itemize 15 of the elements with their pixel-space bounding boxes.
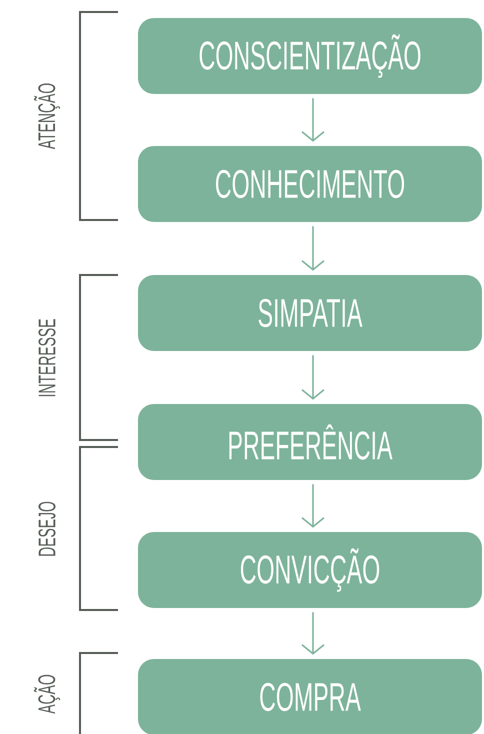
bracket-label: INTERESSE: [38, 319, 56, 396]
bracket-label: AÇÃO: [34, 674, 60, 714]
stage-box: CONSCIENTIZAÇÃO: [138, 18, 482, 94]
bracket-label: DESEJO: [38, 502, 56, 556]
bracket-label: ATENÇÃO: [34, 84, 60, 150]
stage-box: COMPRA: [138, 659, 482, 734]
stage-box: PREFERÊNCIA: [138, 404, 482, 480]
stage-box: SIMPATIA: [138, 275, 482, 351]
arrow: [301, 98, 324, 142]
arrow: [301, 226, 324, 271]
arrow: [301, 612, 324, 655]
stage-box: CONHECIMENTO: [138, 146, 482, 222]
arrow: [301, 484, 324, 528]
stage-box: CONVICÇÃO: [138, 532, 482, 608]
arrow: [301, 355, 324, 400]
